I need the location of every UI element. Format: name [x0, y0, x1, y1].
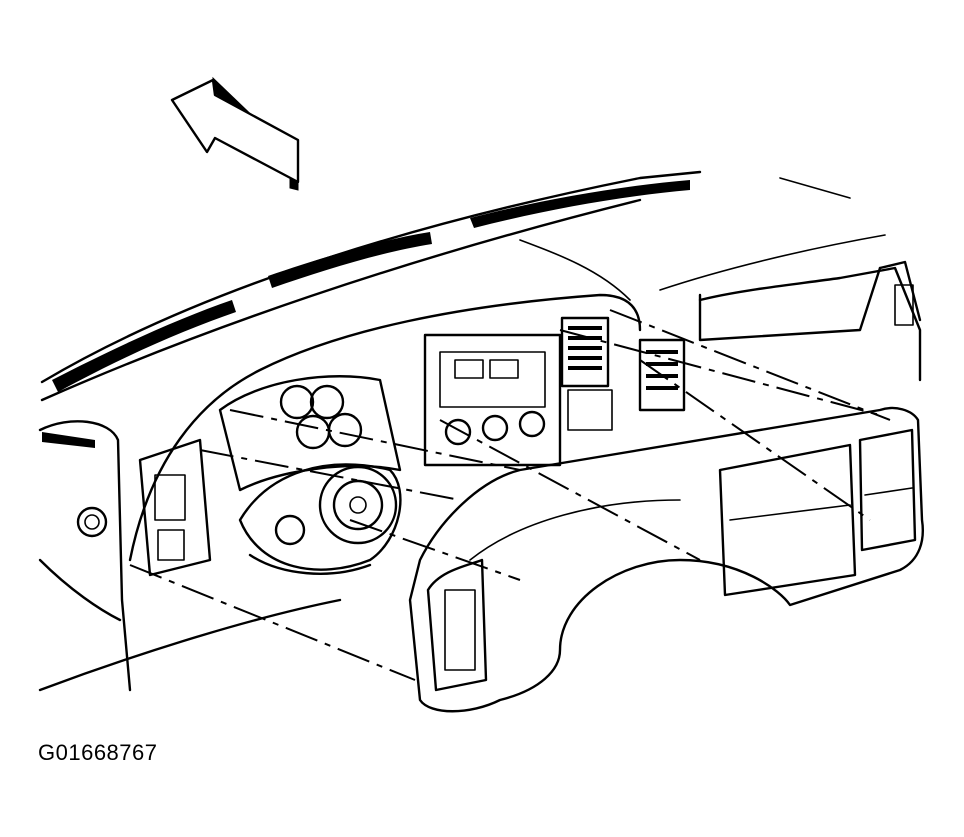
- right-dash-section: [698, 260, 922, 342]
- steering-column: [238, 463, 402, 575]
- instrument-panel-trim-bezel: [408, 406, 924, 713]
- alignment-lines: [129, 309, 891, 681]
- instrument-cluster: [218, 375, 402, 492]
- left-side-bracket: [42, 432, 212, 577]
- center-stack: [423, 316, 686, 467]
- dash-body: [38, 266, 922, 692]
- figure-id-label: G01668767: [38, 740, 158, 765]
- forward-arrow-icon: [170, 76, 300, 191]
- dash-upper-panel: [40, 170, 886, 402]
